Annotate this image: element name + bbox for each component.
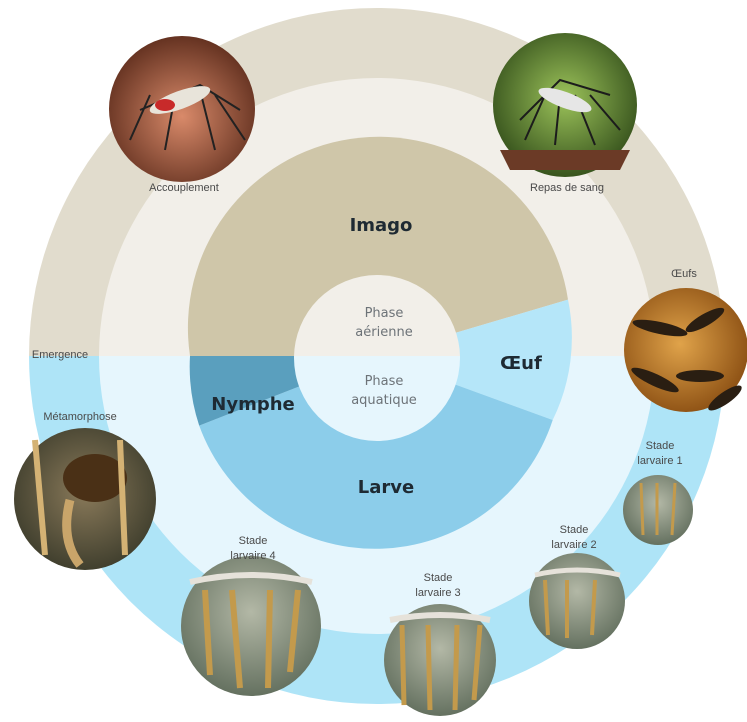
caption-stade-3-line2: larvaire 3 [415, 587, 460, 599]
stage-label-imago: Imago [350, 215, 413, 236]
center-aerial-line1: Phase [365, 306, 404, 321]
stage-label-oeuf: Œuf [500, 353, 542, 374]
caption-stade-1-line2: larvaire 1 [637, 455, 682, 467]
stage-label-larve: Larve [358, 477, 414, 498]
caption-emergence: Emergence [32, 349, 88, 361]
caption-stade-2-line2: larvaire 2 [551, 539, 596, 551]
caption-stade-4-line2: larvaire 4 [230, 550, 275, 562]
center-aquatic-line2: aquatique [351, 393, 417, 408]
caption-accouplement: Accouplement [149, 182, 219, 194]
caption-stade-1-line1: Stade [646, 440, 675, 452]
center-aquatic-line1: Phase [365, 374, 404, 389]
center-aerial-line2: aérienne [355, 325, 412, 340]
stage-label-nymphe: Nymphe [211, 394, 294, 415]
caption-stade-4-line1: Stade [239, 535, 268, 547]
caption-repas-de-sang: Repas de sang [530, 182, 604, 194]
caption-metamorphose: Métamorphose [43, 411, 116, 423]
photo-repas-de-sang: Repas de sang [493, 33, 637, 194]
center-disc: Phase aérienne Phase aquatique [294, 275, 460, 441]
caption-stade-3-line1: Stade [424, 572, 453, 584]
caption-stade-2-line1: Stade [560, 524, 589, 536]
caption-oeufs: Œufs [671, 268, 697, 280]
